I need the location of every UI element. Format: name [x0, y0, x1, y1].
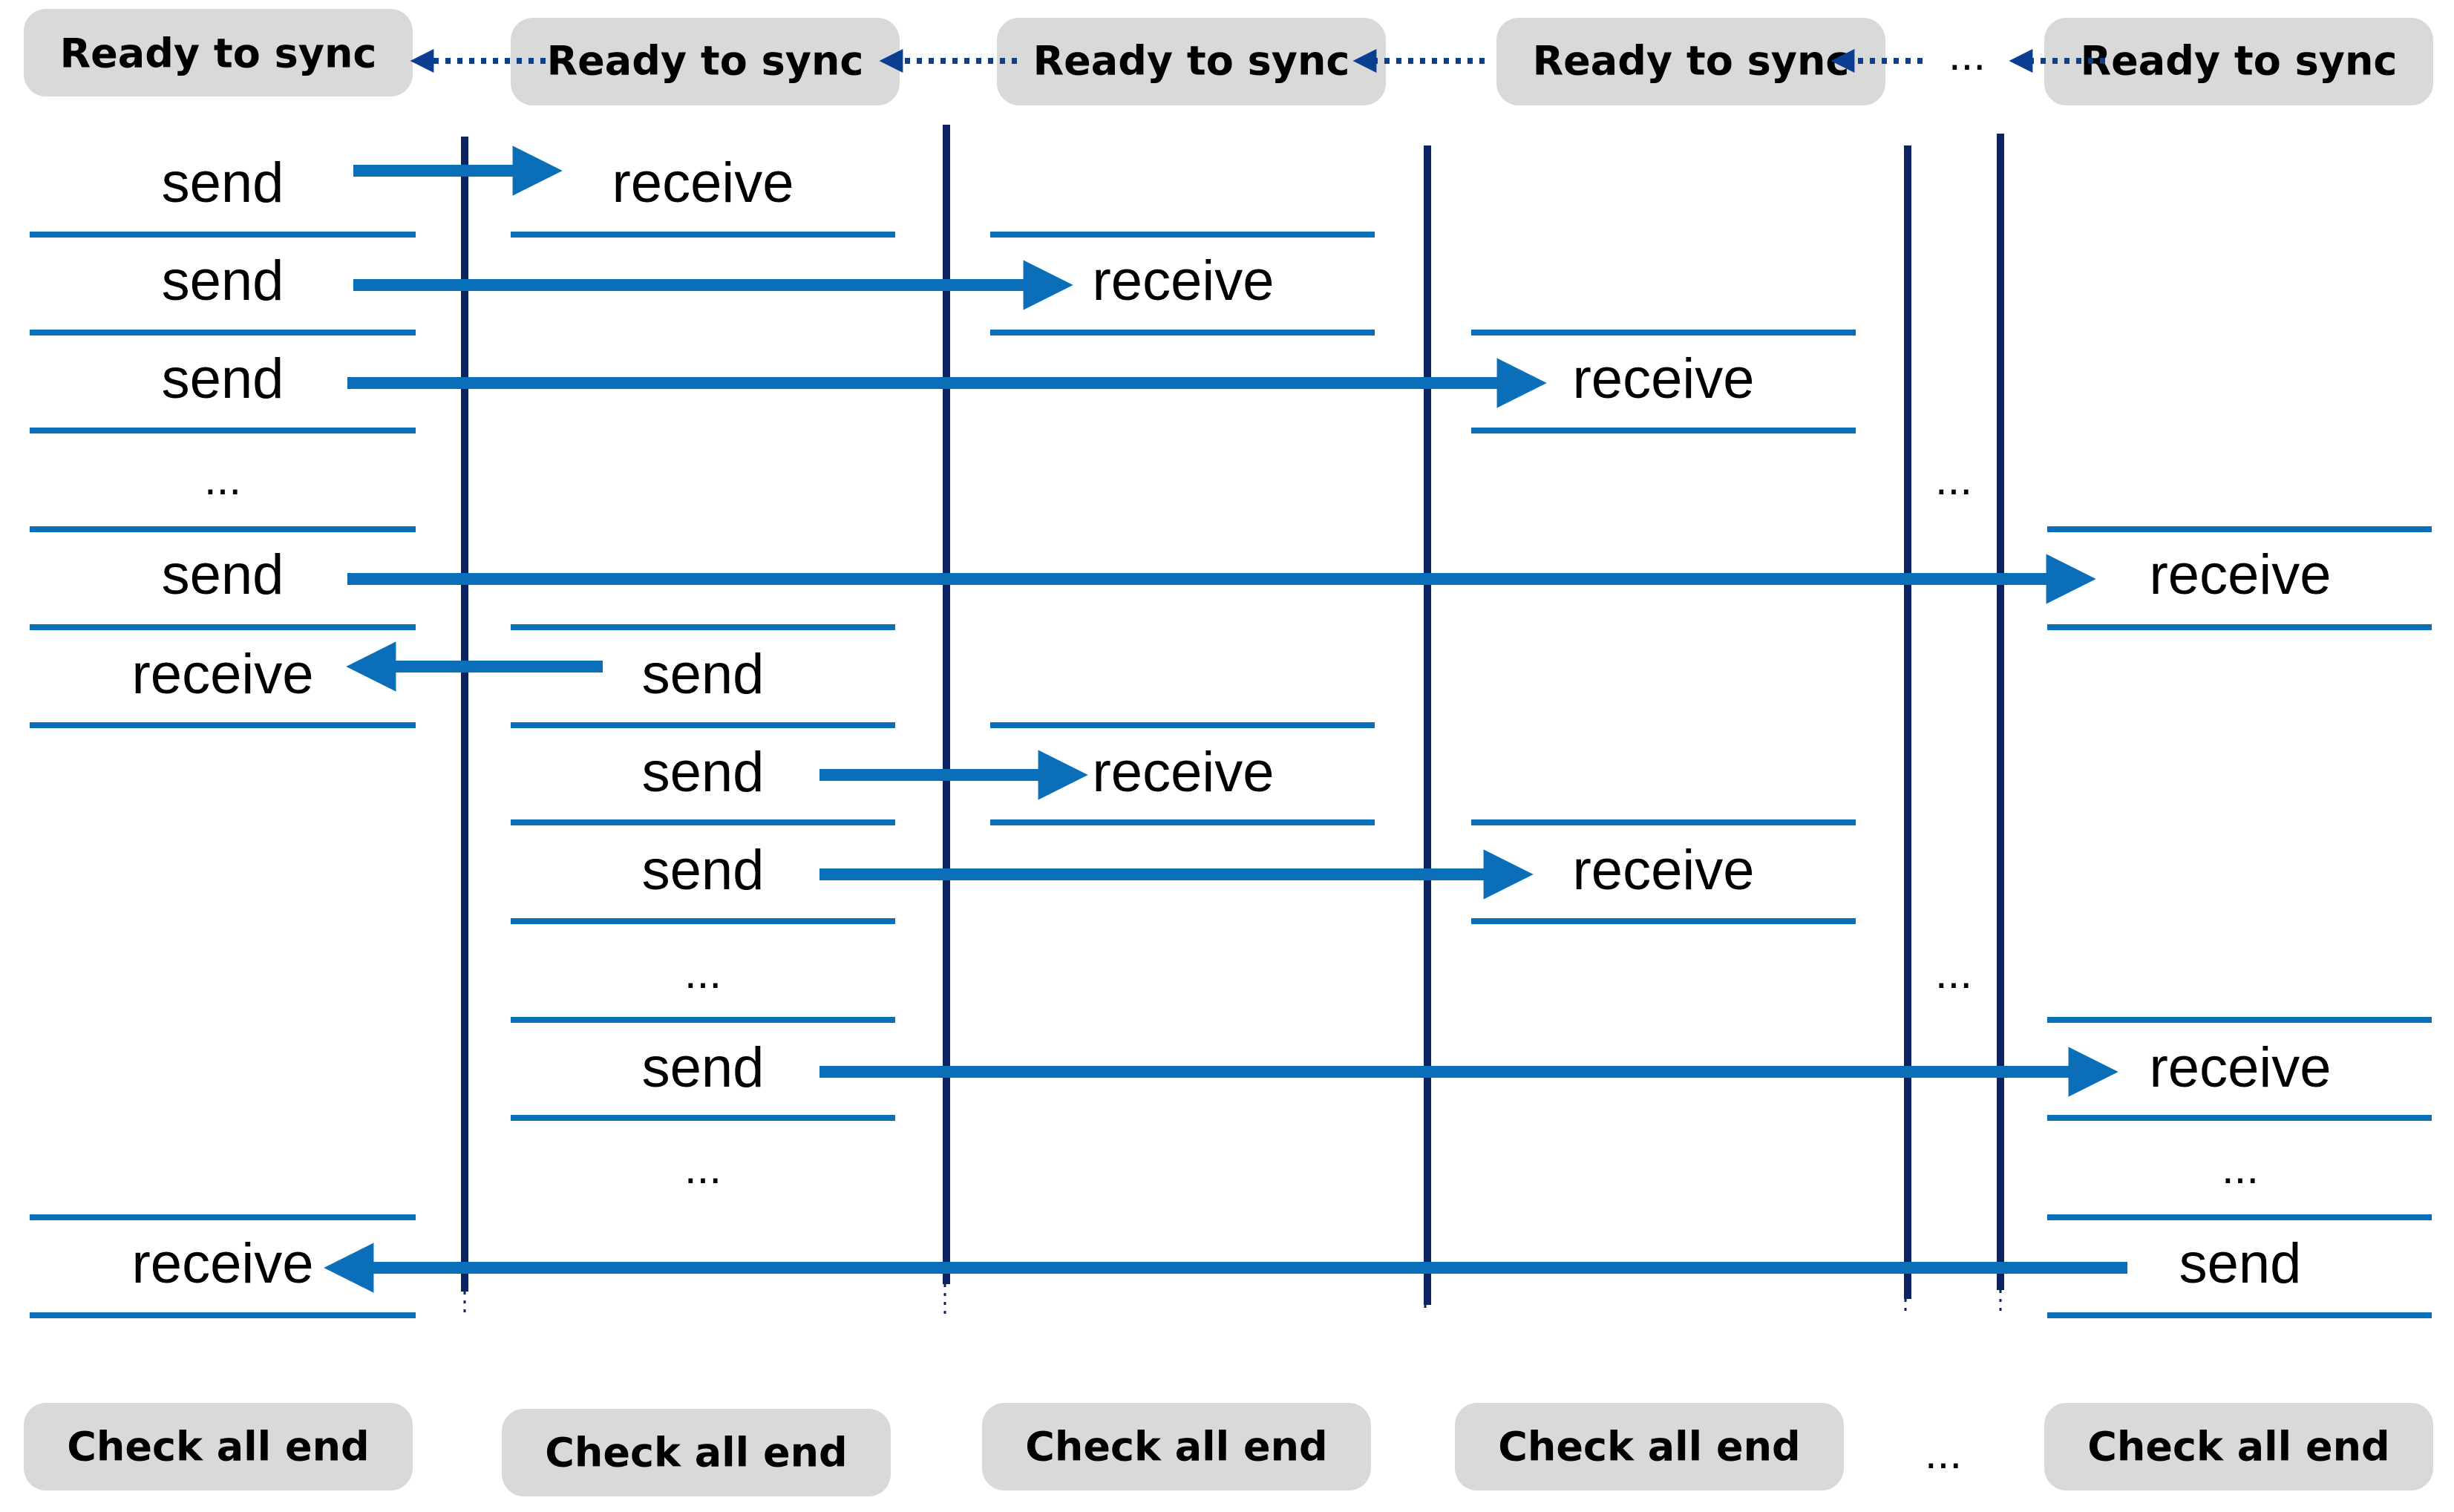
column-4: receive receive	[1471, 330, 1856, 924]
barriers	[461, 125, 2004, 1314]
column-3: receive receive	[990, 232, 1375, 825]
ready-pill-4: Ready to sync	[1496, 18, 1885, 105]
column-3-receive-label: receive	[1093, 249, 1275, 312]
ready-pill-3-label: Ready to sync	[1033, 38, 1350, 85]
column-2-send-label: send	[642, 643, 765, 706]
check-pill-1-label: Check all end	[67, 1424, 369, 1470]
column-4-receive-label: receive	[1573, 347, 1755, 410]
check-pill-3: Check all end	[982, 1403, 1371, 1490]
ready-row: Ready to sync Ready to sync Ready to syn…	[24, 9, 2433, 105]
check-pill-3-label: Check all end	[1025, 1424, 1327, 1470]
message-arrows	[324, 145, 2127, 1293]
column-1-send-label: send	[162, 543, 284, 606]
ready-pill-1: Ready to sync	[24, 9, 413, 96]
check-pill-4: Check all end	[1455, 1403, 1844, 1490]
check-pill-4-label: Check all end	[1498, 1424, 1800, 1470]
check-pill-5: Check all end	[2044, 1403, 2433, 1490]
column-5-receive-label: receive	[2150, 543, 2332, 606]
ready-pill-2-label: Ready to sync	[547, 38, 864, 85]
column-1-send-label: send	[162, 249, 284, 312]
column-5-ellipsis: ...	[2222, 1143, 2259, 1193]
check-pill-2-label: Check all end	[545, 1430, 847, 1476]
column-1: send send send ... send receive receive	[30, 151, 416, 1318]
column-1-ellipsis: ...	[204, 454, 241, 504]
column-2-send-label: send	[642, 741, 765, 804]
ready-pill-5-label: Ready to sync	[2081, 38, 2398, 85]
check-gap-ellipsis: ...	[1925, 1428, 1962, 1478]
column-2-send-label: send	[642, 1036, 765, 1099]
column-5-receive-label: receive	[2150, 1036, 2332, 1099]
column-1-receive-label: receive	[132, 643, 314, 706]
column-5-send-label: send	[2179, 1232, 2302, 1295]
column-1-send-label: send	[162, 347, 284, 410]
ready-pill-4-label: Ready to sync	[1533, 38, 1850, 85]
check-pill-1: Check all end	[24, 1403, 413, 1490]
column-2-ellipsis: ...	[684, 1143, 722, 1193]
ready-gap-ellipsis: ...	[1949, 30, 1986, 79]
column-1-receive-label: receive	[132, 1232, 314, 1295]
ready-pill-1-label: Ready to sync	[60, 30, 377, 77]
column-5: receive receive ... send	[2047, 526, 2432, 1318]
ready-pill-5: Ready to sync	[2044, 18, 2433, 105]
column-2-send-label: send	[642, 839, 765, 902]
column-3-receive-label: receive	[1093, 741, 1275, 804]
column-4-receive-label: receive	[1573, 839, 1755, 902]
gap-ellipsis: ...	[1935, 948, 1972, 998]
ready-pill-2: Ready to sync	[511, 18, 900, 105]
check-pill-5-label: Check all end	[2087, 1424, 2389, 1470]
column-2-receive-label: receive	[612, 151, 794, 215]
column-2: receive send send send ... send ...	[511, 151, 895, 1193]
column-1-send-label: send	[162, 151, 284, 215]
ready-pill-3: Ready to sync	[997, 18, 1386, 105]
check-row: Check all end Check all end Check all en…	[24, 1403, 2433, 1496]
column-2-ellipsis: ...	[684, 948, 722, 998]
check-pill-2: Check all end	[502, 1409, 891, 1496]
gap-ellipsis: ...	[1935, 454, 1972, 504]
